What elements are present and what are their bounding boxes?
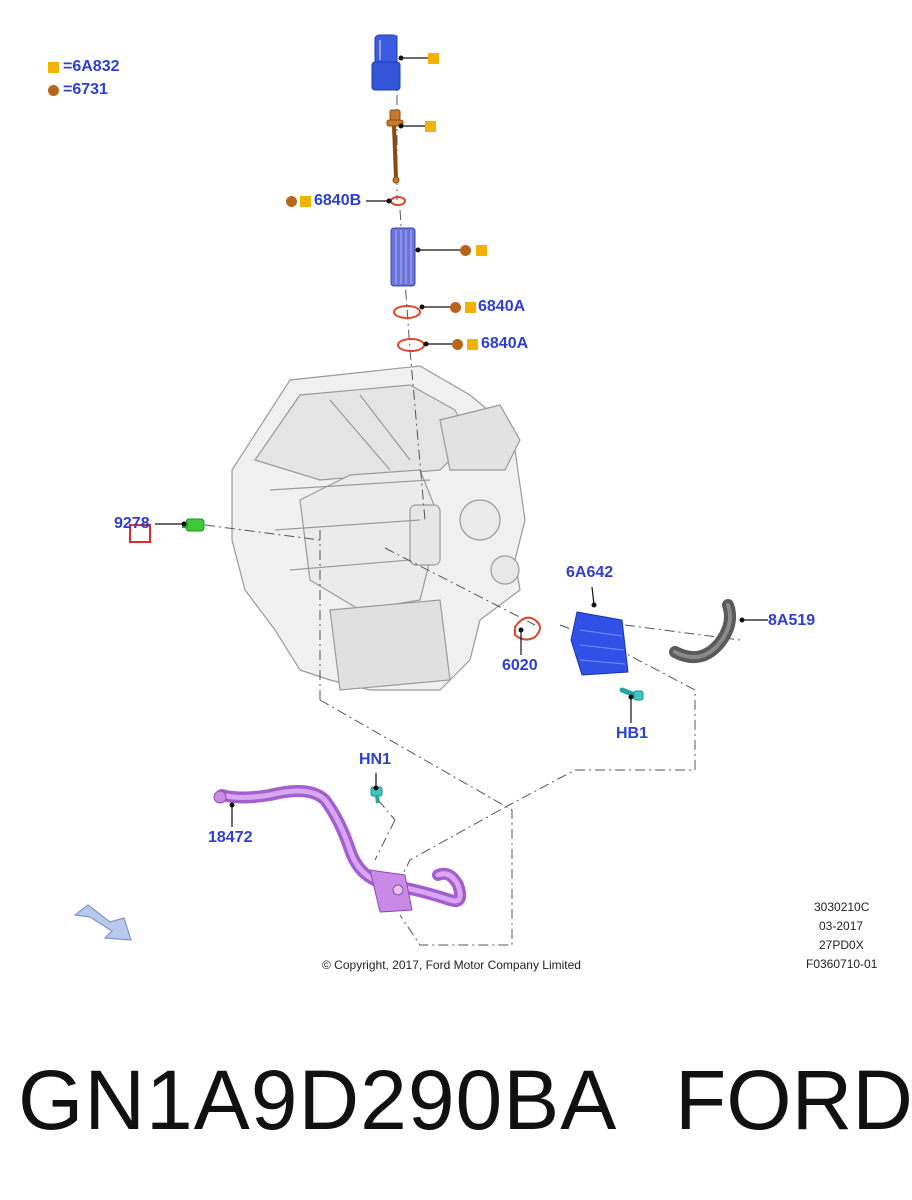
exploded-parts-diagram (73, 34, 768, 946)
figure-code: 3030210C (814, 900, 870, 914)
oil-tube (213, 785, 467, 913)
figure-model: 27PD0X (819, 938, 864, 952)
callout-6840b: 6840B (314, 192, 362, 209)
callout-6840a-lower: 6840A (481, 335, 529, 352)
callout-8a519: 8A519 (768, 612, 816, 629)
figure-number: F0360710-01 (806, 957, 878, 971)
part-number: GN1A9D290BA (18, 1053, 618, 1147)
cooler-gasket (514, 616, 541, 641)
callout-6020: 6020 (502, 657, 538, 674)
cooler-hose (669, 599, 736, 664)
legend-circle-marker (48, 85, 59, 96)
legend-square-text: =6A832 (63, 58, 120, 75)
filter-circle-marker (460, 245, 471, 256)
front-direction-arrow (73, 904, 132, 941)
seal-6840b-square-marker (300, 196, 311, 207)
leader-dots (181, 55, 745, 808)
sensor-marker-box (129, 524, 151, 543)
callout-6a642: 6A642 (566, 564, 614, 581)
oil-cooler (570, 611, 629, 676)
callout-18472: 18472 (208, 829, 253, 846)
filter-square-marker (476, 245, 487, 256)
cap-square-marker (428, 53, 439, 64)
callout-hn1: HN1 (359, 751, 392, 768)
o-ring-lower-square-marker (467, 339, 478, 350)
o-ring-lower (397, 338, 425, 352)
cooler-bolt (619, 687, 644, 701)
legend-square-marker (48, 62, 59, 73)
figure-date: 03-2017 (819, 919, 864, 933)
engine-block (231, 365, 526, 691)
brand-name: FORD (675, 1053, 912, 1147)
callout-9278: 9278 (114, 515, 150, 532)
o-ring-lower-circle-marker (452, 339, 463, 350)
pin-square-marker (425, 121, 436, 132)
oil-filter-cap (371, 34, 401, 91)
drain-pin (386, 109, 404, 184)
o-ring-upper (393, 305, 421, 319)
callout-hb1: HB1 (616, 725, 649, 742)
seal-6840b-circle-marker (286, 196, 297, 207)
o-ring-upper-circle-marker (450, 302, 461, 313)
legend-circle-text: =6731 (63, 81, 108, 98)
seal-6840b (390, 196, 406, 206)
callout-6840a-upper: 6840A (478, 298, 526, 315)
copyright-notice: © Copyright, 2017, Ford Motor Company Li… (322, 958, 581, 972)
filter-element (390, 227, 416, 287)
o-ring-upper-square-marker (465, 302, 476, 313)
